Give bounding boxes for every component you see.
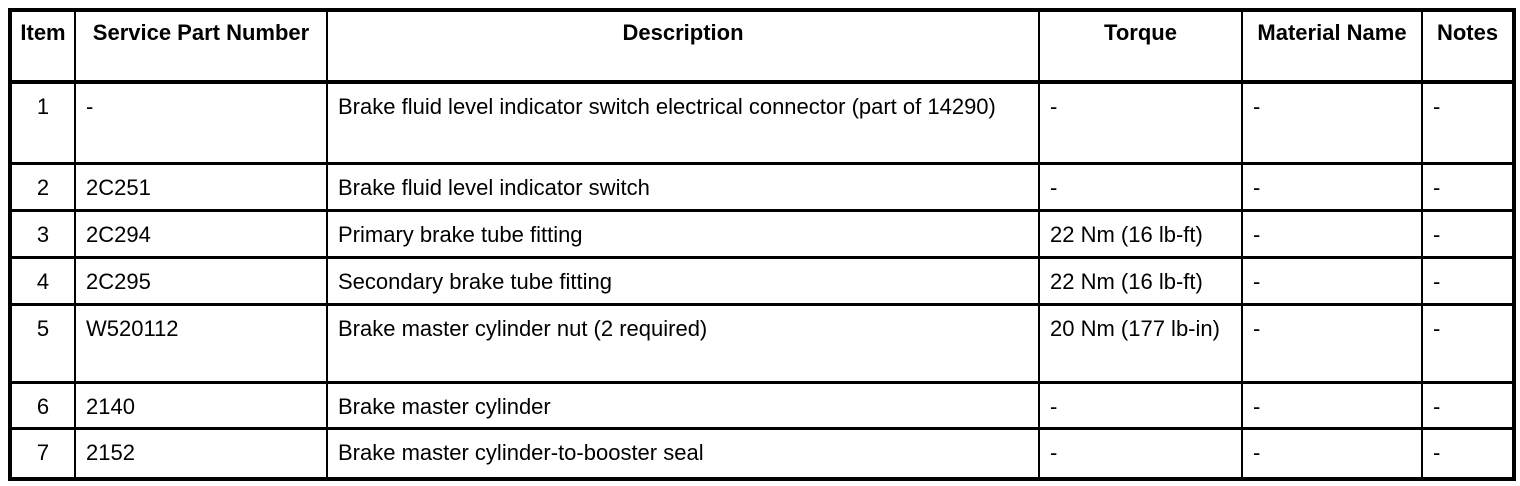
cell-torque: 22 Nm (16 lb-ft) xyxy=(1038,256,1243,306)
cell-service-part-number: 2152 xyxy=(74,427,328,481)
cell-description: Brake master cylinder-to-booster seal xyxy=(326,427,1040,481)
cell-notes: - xyxy=(1421,427,1515,481)
cell-item: 2 xyxy=(9,162,76,212)
cell-notes: - xyxy=(1421,80,1515,165)
cell-torque: 20 Nm (177 lb-in) xyxy=(1038,303,1243,384)
cell-service-part-number: W520112 xyxy=(74,303,328,384)
cell-material-name: - xyxy=(1241,381,1423,430)
column-header-description: Description xyxy=(326,8,1040,84)
column-header-material-name: Material Name xyxy=(1241,8,1423,84)
table-row: 7 2152 Brake master cylinder-to-booster … xyxy=(9,427,1515,481)
cell-notes: - xyxy=(1421,209,1515,259)
cell-description: Brake master cylinder nut (2 required) xyxy=(326,303,1040,384)
cell-material-name: - xyxy=(1241,209,1423,259)
cell-notes: - xyxy=(1421,303,1515,384)
service-parts-table: Item Service Part Number Description Tor… xyxy=(8,8,1516,481)
column-header-service-part-number: Service Part Number xyxy=(74,8,328,84)
table-row: 3 2C294 Primary brake tube fitting 22 Nm… xyxy=(9,209,1515,259)
table-row: 2 2C251 Brake fluid level indicator swit… xyxy=(9,162,1515,212)
cell-service-part-number: 2C251 xyxy=(74,162,328,212)
cell-service-part-number: 2140 xyxy=(74,381,328,430)
cell-item: 7 xyxy=(9,427,76,481)
cell-material-name: - xyxy=(1241,256,1423,306)
cell-torque: - xyxy=(1038,381,1243,430)
table-row: 1 - Brake fluid level indicator switch e… xyxy=(9,80,1515,165)
table-row: 4 2C295 Secondary brake tube fitting 22 … xyxy=(9,256,1515,306)
cell-material-name: - xyxy=(1241,80,1423,165)
cell-item: 6 xyxy=(9,381,76,430)
cell-item: 5 xyxy=(9,303,76,384)
table-header-row: Item Service Part Number Description Tor… xyxy=(9,8,1515,84)
cell-notes: - xyxy=(1421,381,1515,430)
column-header-torque: Torque xyxy=(1038,8,1243,84)
table-row: 5 W520112 Brake master cylinder nut (2 r… xyxy=(9,303,1515,384)
cell-item: 4 xyxy=(9,256,76,306)
cell-service-part-number: 2C295 xyxy=(74,256,328,306)
cell-torque: - xyxy=(1038,80,1243,165)
cell-material-name: - xyxy=(1241,427,1423,481)
table-row: 6 2140 Brake master cylinder - - - xyxy=(9,381,1515,430)
column-header-notes: Notes xyxy=(1421,8,1515,84)
cell-service-part-number: 2C294 xyxy=(74,209,328,259)
cell-torque: 22 Nm (16 lb-ft) xyxy=(1038,209,1243,259)
cell-description: Brake master cylinder xyxy=(326,381,1040,430)
cell-description: Secondary brake tube fitting xyxy=(326,256,1040,306)
cell-item: 1 xyxy=(9,80,76,165)
column-header-item: Item xyxy=(9,8,76,84)
cell-torque: - xyxy=(1038,427,1243,481)
cell-material-name: - xyxy=(1241,162,1423,212)
cell-service-part-number: - xyxy=(74,80,328,165)
cell-material-name: - xyxy=(1241,303,1423,384)
cell-torque: - xyxy=(1038,162,1243,212)
cell-description: Primary brake tube fitting xyxy=(326,209,1040,259)
cell-item: 3 xyxy=(9,209,76,259)
cell-description: Brake fluid level indicator switch elect… xyxy=(326,80,1040,165)
cell-notes: - xyxy=(1421,162,1515,212)
cell-notes: - xyxy=(1421,256,1515,306)
cell-description: Brake fluid level indicator switch xyxy=(326,162,1040,212)
